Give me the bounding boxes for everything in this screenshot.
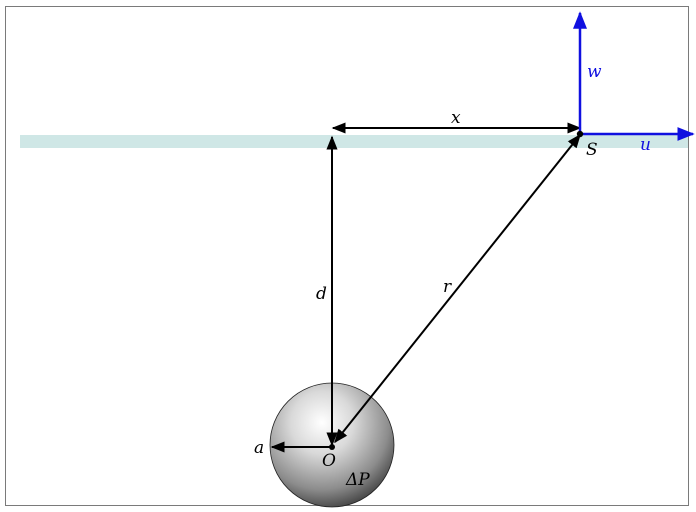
label-O: O bbox=[322, 451, 336, 471]
point-S bbox=[576, 130, 584, 138]
label-delta-P: ΔP bbox=[345, 470, 370, 490]
label-x: x bbox=[451, 108, 461, 128]
label-d: d bbox=[316, 284, 327, 304]
label-w: w bbox=[587, 62, 602, 82]
label-S: S bbox=[586, 140, 598, 160]
label-a: a bbox=[254, 438, 264, 458]
label-r: r bbox=[443, 277, 452, 297]
point-O bbox=[329, 444, 335, 450]
label-u: u bbox=[640, 135, 651, 155]
r-distance-arrow bbox=[334, 133, 581, 444]
